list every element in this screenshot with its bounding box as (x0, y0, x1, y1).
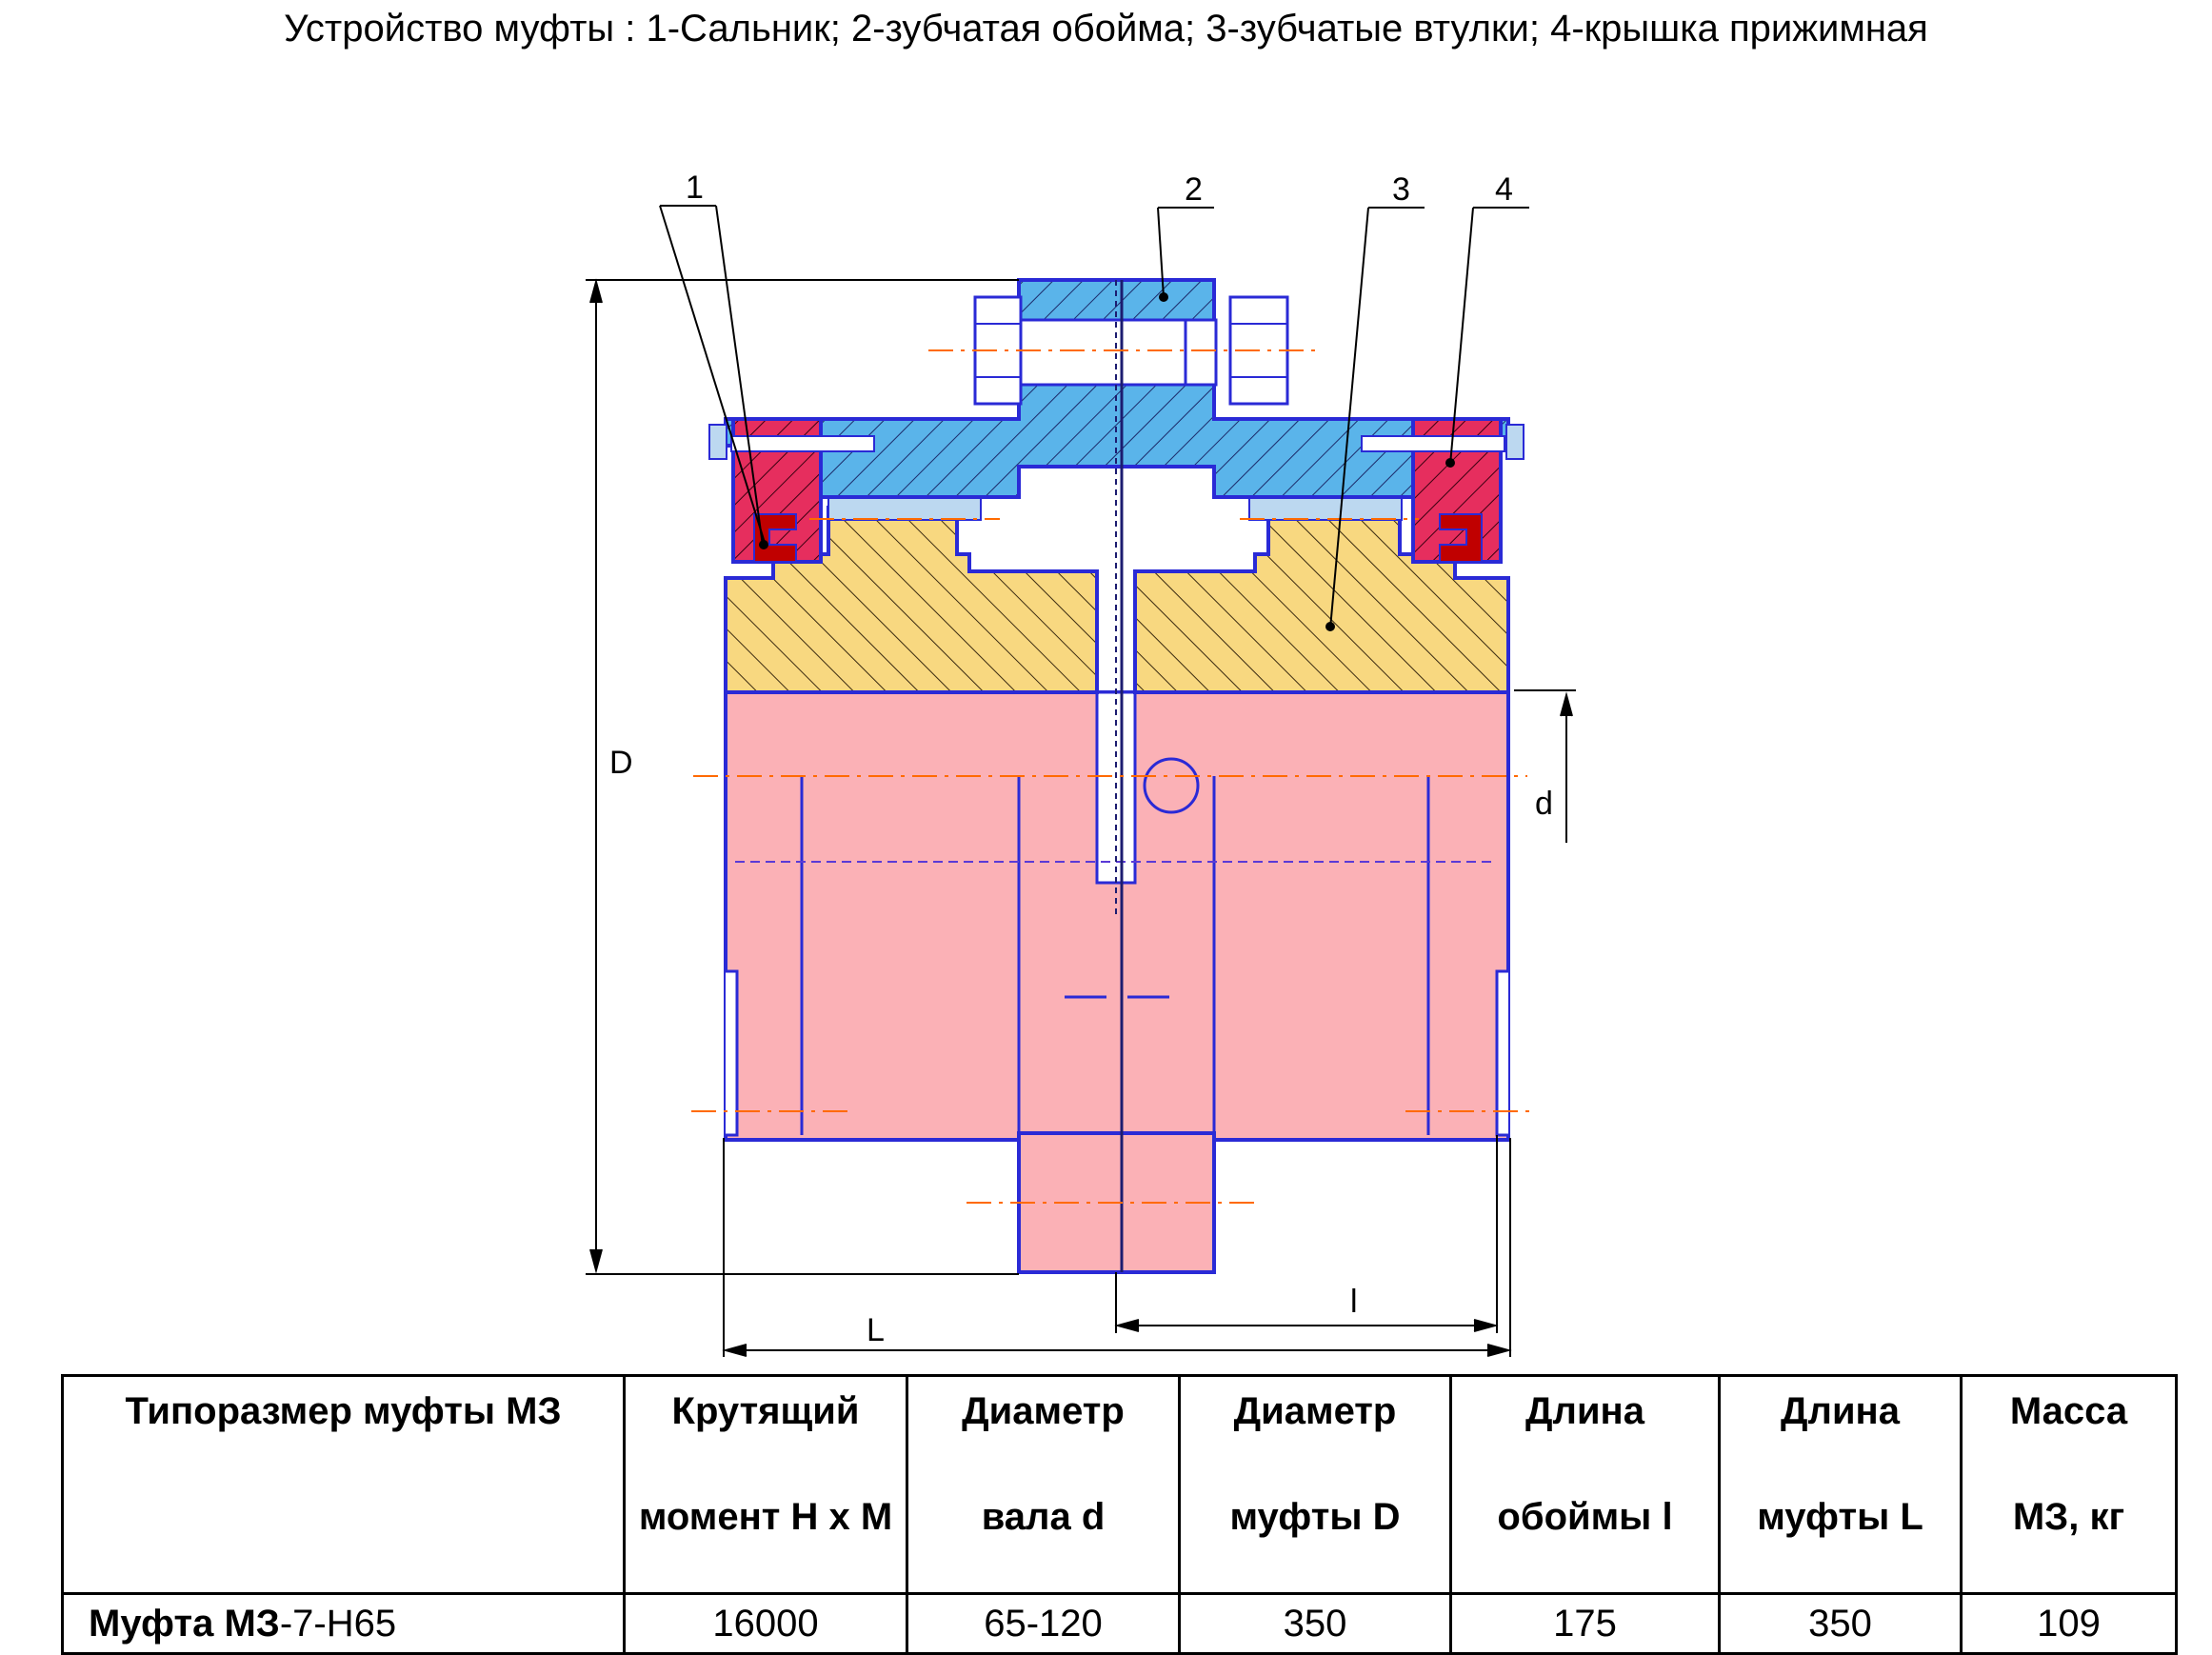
header-cell: момент Н х М (623, 1482, 908, 1595)
dimension-l (1114, 1135, 1499, 1333)
header-cell: муфты L (1718, 1482, 1963, 1595)
table-header-row: момент Н х М вала d муфты D обоймы l муф… (61, 1482, 2178, 1595)
callout-1: 1 (686, 169, 704, 206)
header-cell: Типоразмер муфты МЗ (61, 1374, 626, 1482)
dimension-D (586, 278, 1019, 1275)
tooth-strip-right (1248, 496, 1403, 521)
cage-length-cell: 175 (1449, 1592, 1721, 1655)
mass-cell: 109 (1960, 1592, 2178, 1655)
header-cell: Диаметр (1178, 1374, 1452, 1482)
header-cell: обоймы l (1449, 1482, 1721, 1595)
cover-right (1361, 417, 1524, 564)
table-row: Муфта МЗ-7-Н65 16000 65-120 350 175 350 … (61, 1592, 2178, 1655)
leader-lines (659, 205, 1529, 629)
header-cell: Диаметр (906, 1374, 1181, 1482)
callout-4: 4 (1495, 171, 1513, 208)
figure-caption: Устройство муфты : 1-Сальник; 2-зубчатая… (284, 8, 1928, 50)
header-cell: МЗ, кг (1960, 1482, 2178, 1595)
dimension-l-label: l (1350, 1284, 1358, 1320)
header-cell: Масса (1960, 1374, 2178, 1482)
model-name: Муфта МЗ (89, 1602, 280, 1645)
header-cell: Крутящий (623, 1374, 908, 1482)
coupling-drawing: D d L l 1 2 (586, 169, 1576, 1357)
center-lines (691, 349, 1533, 1204)
header-cell: Длина (1718, 1374, 1963, 1482)
callout-3: 3 (1392, 171, 1410, 208)
dimension-d-label: d (1535, 786, 1553, 822)
dimension-D-label: D (609, 745, 633, 781)
seal-left (753, 513, 797, 563)
coupling-diameter-cell: 350 (1178, 1592, 1452, 1655)
callout-2: 2 (1185, 171, 1203, 208)
hub-body (724, 690, 1510, 1274)
header-cell: муфты D (1178, 1482, 1452, 1595)
table-header-row: Типоразмер муфты МЗ Крутящий Диаметр Диа… (61, 1374, 2178, 1482)
shaft-diameter-cell: 65-120 (906, 1592, 1181, 1655)
dimension-L (722, 1138, 1512, 1357)
dimension-L-label: L (867, 1312, 885, 1348)
model-suffix: -7-Н65 (279, 1602, 397, 1645)
dimension-d (1514, 689, 1576, 843)
specs-table: Типоразмер муфты МЗ Крутящий Диаметр Диа… (61, 1374, 2178, 1655)
seal-right (1439, 513, 1483, 563)
tooth-strip-left (827, 496, 982, 521)
toothed-hub-right (1133, 506, 1510, 694)
header-cell: вала d (906, 1482, 1181, 1595)
model-cell: Муфта МЗ-7-Н65 (61, 1592, 626, 1655)
torque-cell: 16000 (623, 1592, 908, 1655)
coupling-length-cell: 350 (1718, 1592, 1963, 1655)
header-cell: Длина (1449, 1374, 1721, 1482)
header-cell (61, 1482, 626, 1595)
